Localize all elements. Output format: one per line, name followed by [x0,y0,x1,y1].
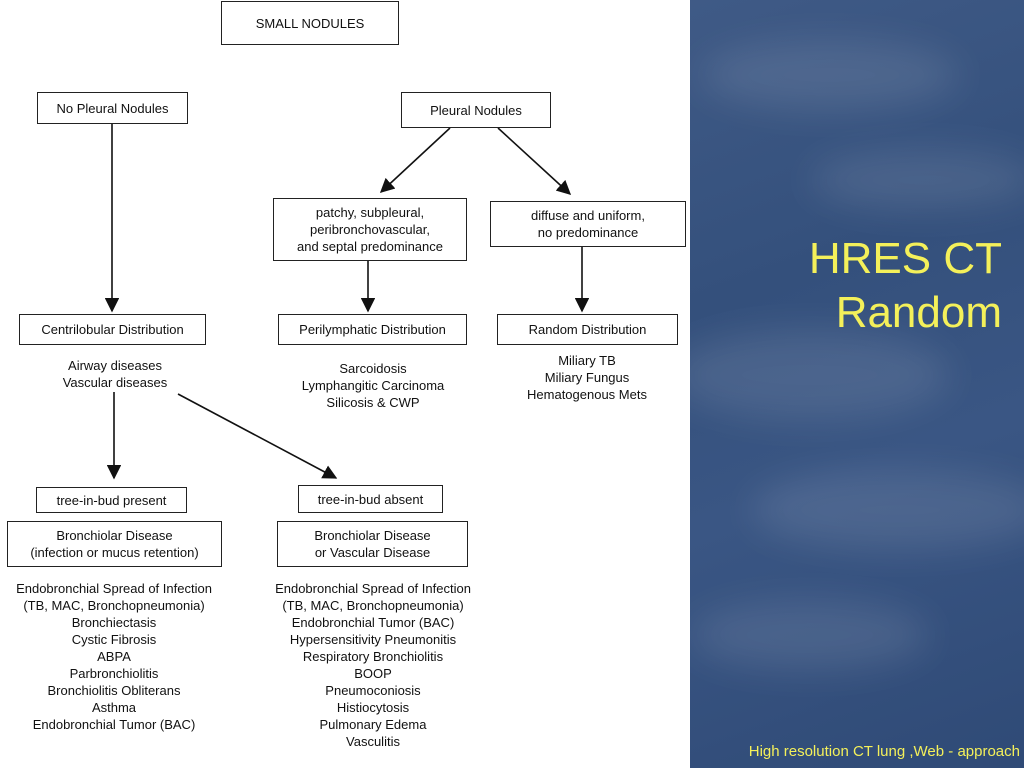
node-bronchiolar-disease: Bronchiolar Disease (infection or mucus … [7,521,222,567]
slide-side-panel: HRES CT Random High resolution CT lung ,… [690,0,1024,768]
list-tree-in-bud-absent: Endobronchial Spread of Infection (TB, M… [275,581,471,749]
node-pleural-nodules: Pleural Nodules [401,92,551,128]
node-centrilobular-distribution: Centrilobular Distribution [19,314,206,345]
node-perilymphatic-distribution: Perilymphatic Distribution [278,314,467,345]
arrow-pleural-to-patchy [379,127,451,193]
node-bronchiolar-or-vascular: Bronchiolar Disease or Vascular Disease [277,521,468,567]
node-random-distribution: Random Distribution [497,314,678,345]
node-tree-in-bud-present: tree-in-bud present [36,487,187,513]
node-small-nodules: SMALL NODULES [221,1,399,45]
list-random: Miliary TB Miliary Fungus Hematogenous M… [527,353,647,402]
node-diffuse-uniform: diffuse and uniform, no predominance [490,201,686,247]
list-tree-in-bud-present: Endobronchial Spread of Infection (TB, M… [16,581,212,732]
slide-title: HRES CT Random [808,234,1002,337]
list-perilymphatic: Sarcoidosis Lymphangitic Carcinoma Silic… [301,361,445,410]
arrow-centrilobular-to-tib-absent [177,393,338,479]
slide-footer: High resolution CT lung ,Web - approach [748,743,1020,760]
arrow-pleural-to-diffuse [497,127,572,195]
flowchart-arrows [104,124,590,480]
node-tree-in-bud-absent: tree-in-bud absent [298,485,443,513]
node-no-pleural-nodules: No Pleural Nodules [37,92,188,124]
flowchart-panel: SMALL NODULES No Pleural Nodules Pleural… [7,1,686,749]
node-patchy-predominance: patchy, subpleural, peribronchovascular,… [273,198,467,261]
list-centrilobular: Airway diseases Vascular diseases [62,358,168,390]
